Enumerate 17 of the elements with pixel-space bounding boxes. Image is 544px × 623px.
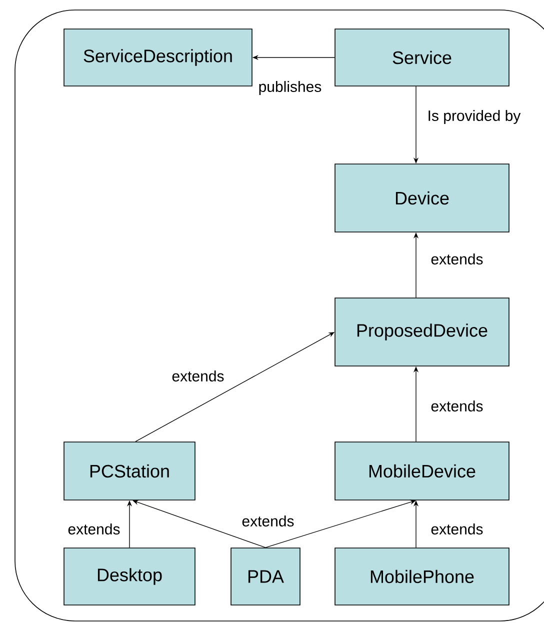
class-box: Desktop: [64, 548, 196, 606]
class-box: PDA: [230, 548, 300, 606]
class-box: MobilePhone: [334, 548, 510, 606]
class-box: Device: [334, 164, 510, 232]
class-box: ProposedDevice: [334, 298, 510, 366]
edge-label: extends: [430, 252, 484, 266]
class-box: Service: [334, 28, 510, 86]
class-box: ServiceDescription: [64, 28, 252, 86]
edge-label: Is provided by: [426, 109, 522, 125]
edge-label: extends: [240, 514, 296, 528]
class-box: MobileDevice: [334, 442, 510, 500]
edge-label: extends: [430, 400, 484, 412]
edge-label: extends: [430, 522, 484, 536]
edge-label: extends: [170, 369, 226, 382]
class-box: PCStation: [64, 442, 196, 500]
edge-label: publishes: [257, 80, 323, 96]
edge-label: extends: [66, 522, 122, 536]
